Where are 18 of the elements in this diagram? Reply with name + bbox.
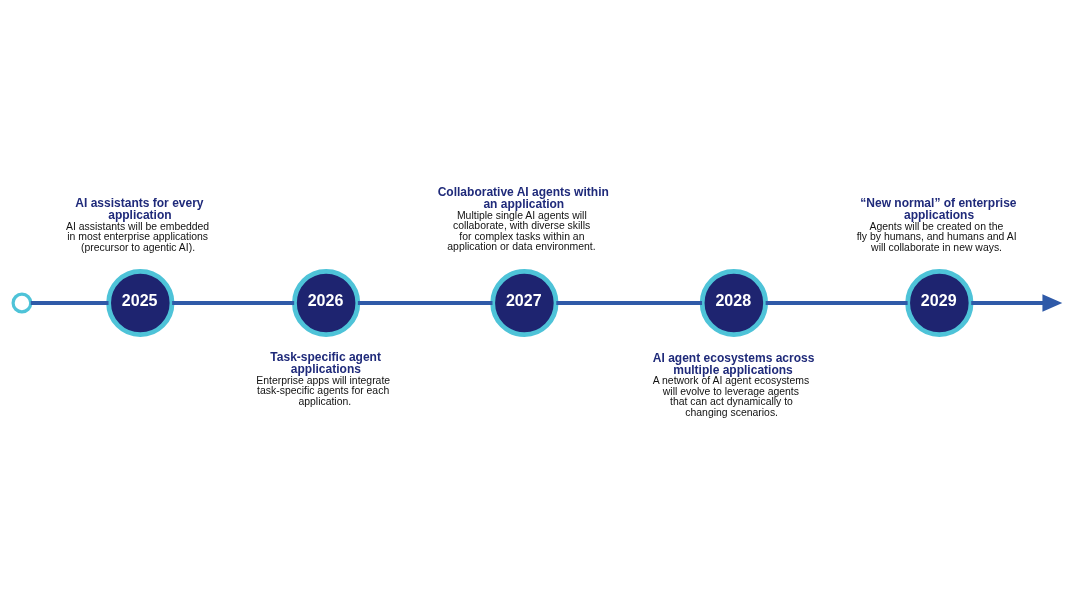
connector — [30, 300, 109, 305]
connector — [765, 300, 908, 305]
connector — [172, 300, 295, 305]
node-label: “New normal” of enterprise applications — [860, 195, 1017, 222]
node-label: AI agent ecosystems across multiple applications — [652, 350, 815, 377]
node-circle: 2028 — [699, 268, 768, 337]
connector — [357, 300, 493, 305]
node-circle: 2026 — [292, 268, 361, 337]
connector — [556, 300, 703, 305]
node-circle: 2027 — [490, 268, 559, 337]
node-label: AI assistants will be embedded in most enterprise applications (precursor to agentic AI). — [66, 220, 210, 253]
node-circle: 2029 — [905, 268, 974, 337]
node-circle: 2025 — [106, 268, 175, 337]
arrow — [971, 293, 1063, 312]
node-circle — [11, 292, 33, 313]
node-label: Collaborative AI agents within an application — [437, 184, 609, 211]
node-label: AI assistants for every application — [75, 195, 204, 222]
node-label: Task-specific agent applications — [270, 349, 381, 376]
